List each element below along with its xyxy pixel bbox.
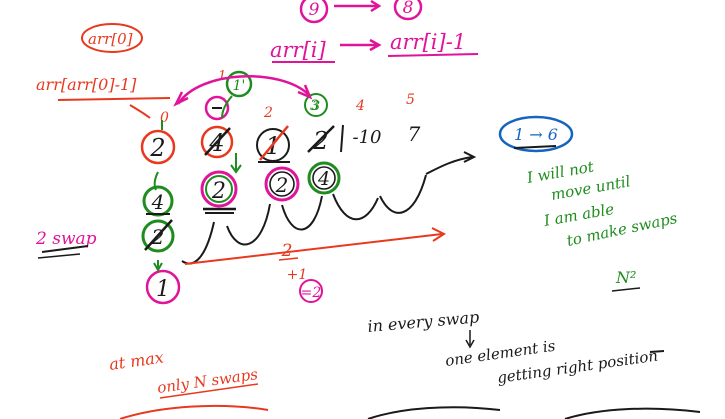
top-left-number: 9: [309, 0, 320, 20]
left-stack-0: 4: [151, 190, 165, 214]
swap-circle-1: 2: [275, 173, 289, 197]
green-note: I will not move until I am able to make …: [525, 157, 679, 292]
index-row: 0 1 2 3 4 5: [160, 69, 415, 126]
swap-circle-2: 4: [317, 168, 330, 190]
array-value-5: 7: [408, 122, 421, 146]
scan-arcs: [181, 151, 477, 265]
arr-i-label: arr[i]: [270, 38, 327, 62]
swap-note: in every swap one element is getting rig…: [367, 307, 665, 387]
arr-i-minus-label: arr[i]-1: [390, 30, 466, 54]
only-n-swaps-label: only N swaps: [156, 365, 259, 397]
two-swap-note: 2 swap: [35, 229, 97, 259]
in-every-swap: in every swap: [367, 307, 480, 336]
swap-arc: [173, 75, 313, 107]
at-max-label: at max: [108, 348, 165, 374]
index-2: 2: [263, 105, 273, 121]
array-row: 2 4 1 3 2 -10 7: [140, 93, 421, 165]
two-swap-label: 2 swap: [35, 229, 97, 249]
index-3: 3: [310, 98, 319, 114]
swap-circle-0: 2: [211, 179, 226, 204]
max-swaps-note: at max only N swaps: [108, 348, 269, 419]
left-stack: 4 2 1: [141, 120, 181, 305]
top-mapping: 9 8: [299, 0, 423, 24]
index-0: 0: [160, 110, 169, 126]
result-label: =2: [301, 285, 322, 301]
bottom-arcs: [367, 406, 701, 419]
index-1: 1: [218, 69, 226, 84]
top-right-number: 8: [403, 0, 414, 18]
swap-row: 2 2 4: [200, 161, 341, 214]
n-squared-label: N²: [615, 268, 636, 287]
linear-pass-arrow: 2 +1 =2: [184, 227, 447, 303]
index-5: 5: [406, 92, 415, 108]
index-mapping: arr[i] arr[i]-1: [270, 30, 479, 63]
range-annotation: 1 → 6: [498, 115, 574, 153]
array-value-0: 2: [149, 134, 165, 162]
one-prime-annotation: 1': [221, 70, 253, 174]
plus-one-label: +1: [287, 267, 308, 283]
arr-arr-zero-label: arr[arr[0]-1]: [36, 75, 137, 94]
array-value-4: -10: [353, 127, 382, 148]
arr-zero-label: arr[0]: [88, 30, 133, 48]
formula-labels: arr[0] arr[arr[0]-1]: [36, 23, 171, 119]
left-stack-2: 1: [156, 277, 170, 302]
one-prime-label: 1': [233, 78, 246, 94]
index-4: 4: [355, 98, 365, 114]
circled-three: 3: [312, 99, 320, 114]
mid-two-label: 2: [281, 241, 293, 261]
range-label: 1 → 6: [514, 125, 558, 144]
